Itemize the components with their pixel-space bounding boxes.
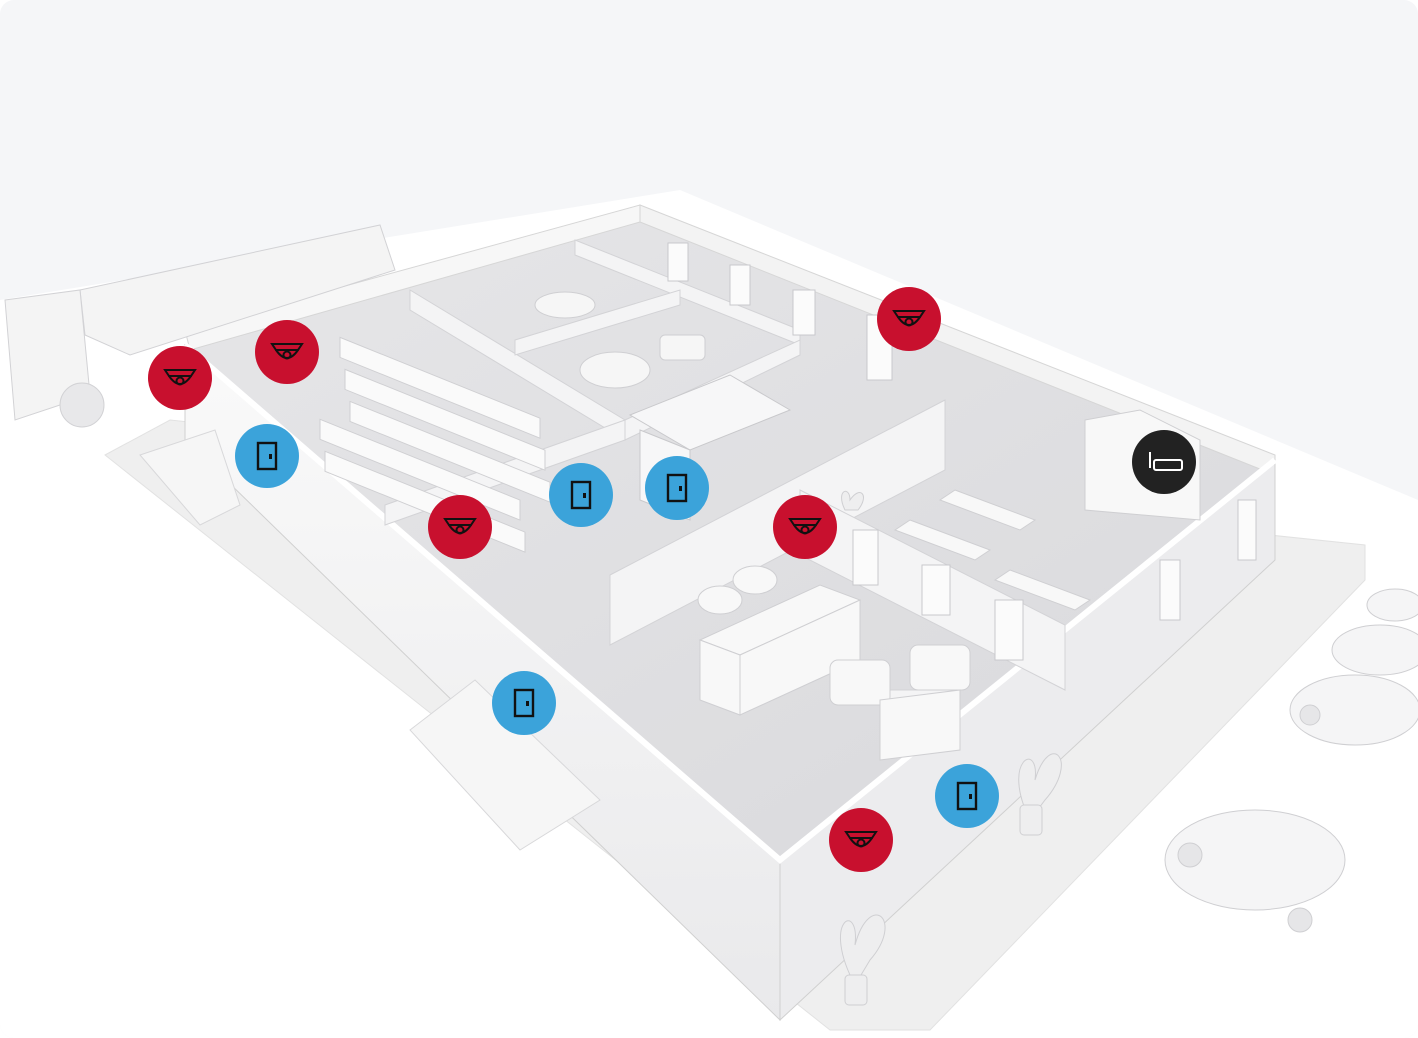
reception-furniture (697, 565, 971, 761)
lounge-table (579, 351, 651, 389)
door-icon (956, 781, 978, 811)
gateway-router-icon (1149, 452, 1183, 471)
truck (4, 224, 396, 428)
dome-camera-icon (443, 518, 477, 535)
camera-marker[interactable] (428, 495, 492, 559)
entrance-ramp (409, 679, 601, 851)
camera-marker[interactable] (148, 346, 212, 410)
door-marker[interactable] (492, 671, 556, 735)
door-marker[interactable] (645, 456, 709, 520)
door-icon (666, 473, 688, 503)
dome-camera-icon (788, 518, 822, 535)
door-marker[interactable] (235, 424, 299, 488)
dome-camera-icon (892, 310, 926, 327)
door-icon (513, 688, 535, 718)
camera-marker[interactable] (877, 287, 941, 351)
windows (667, 242, 1257, 661)
door-marker[interactable] (549, 463, 613, 527)
dome-camera-icon (163, 369, 197, 386)
door-icon (256, 441, 278, 471)
camera-marker[interactable] (255, 320, 319, 384)
gateway-marker[interactable] (1132, 430, 1196, 494)
sofa (659, 334, 706, 361)
dome-camera-icon (844, 831, 878, 848)
door-marker[interactable] (935, 764, 999, 828)
meeting-table (534, 291, 596, 319)
dome-camera-icon (270, 343, 304, 360)
loading-ramp (139, 429, 241, 526)
parked-cars (1164, 588, 1418, 933)
door-icon (570, 480, 592, 510)
camera-marker[interactable] (773, 495, 837, 559)
camera-marker[interactable] (829, 808, 893, 872)
plants (839, 490, 1062, 1006)
wall-top-edge (183, 342, 1277, 864)
